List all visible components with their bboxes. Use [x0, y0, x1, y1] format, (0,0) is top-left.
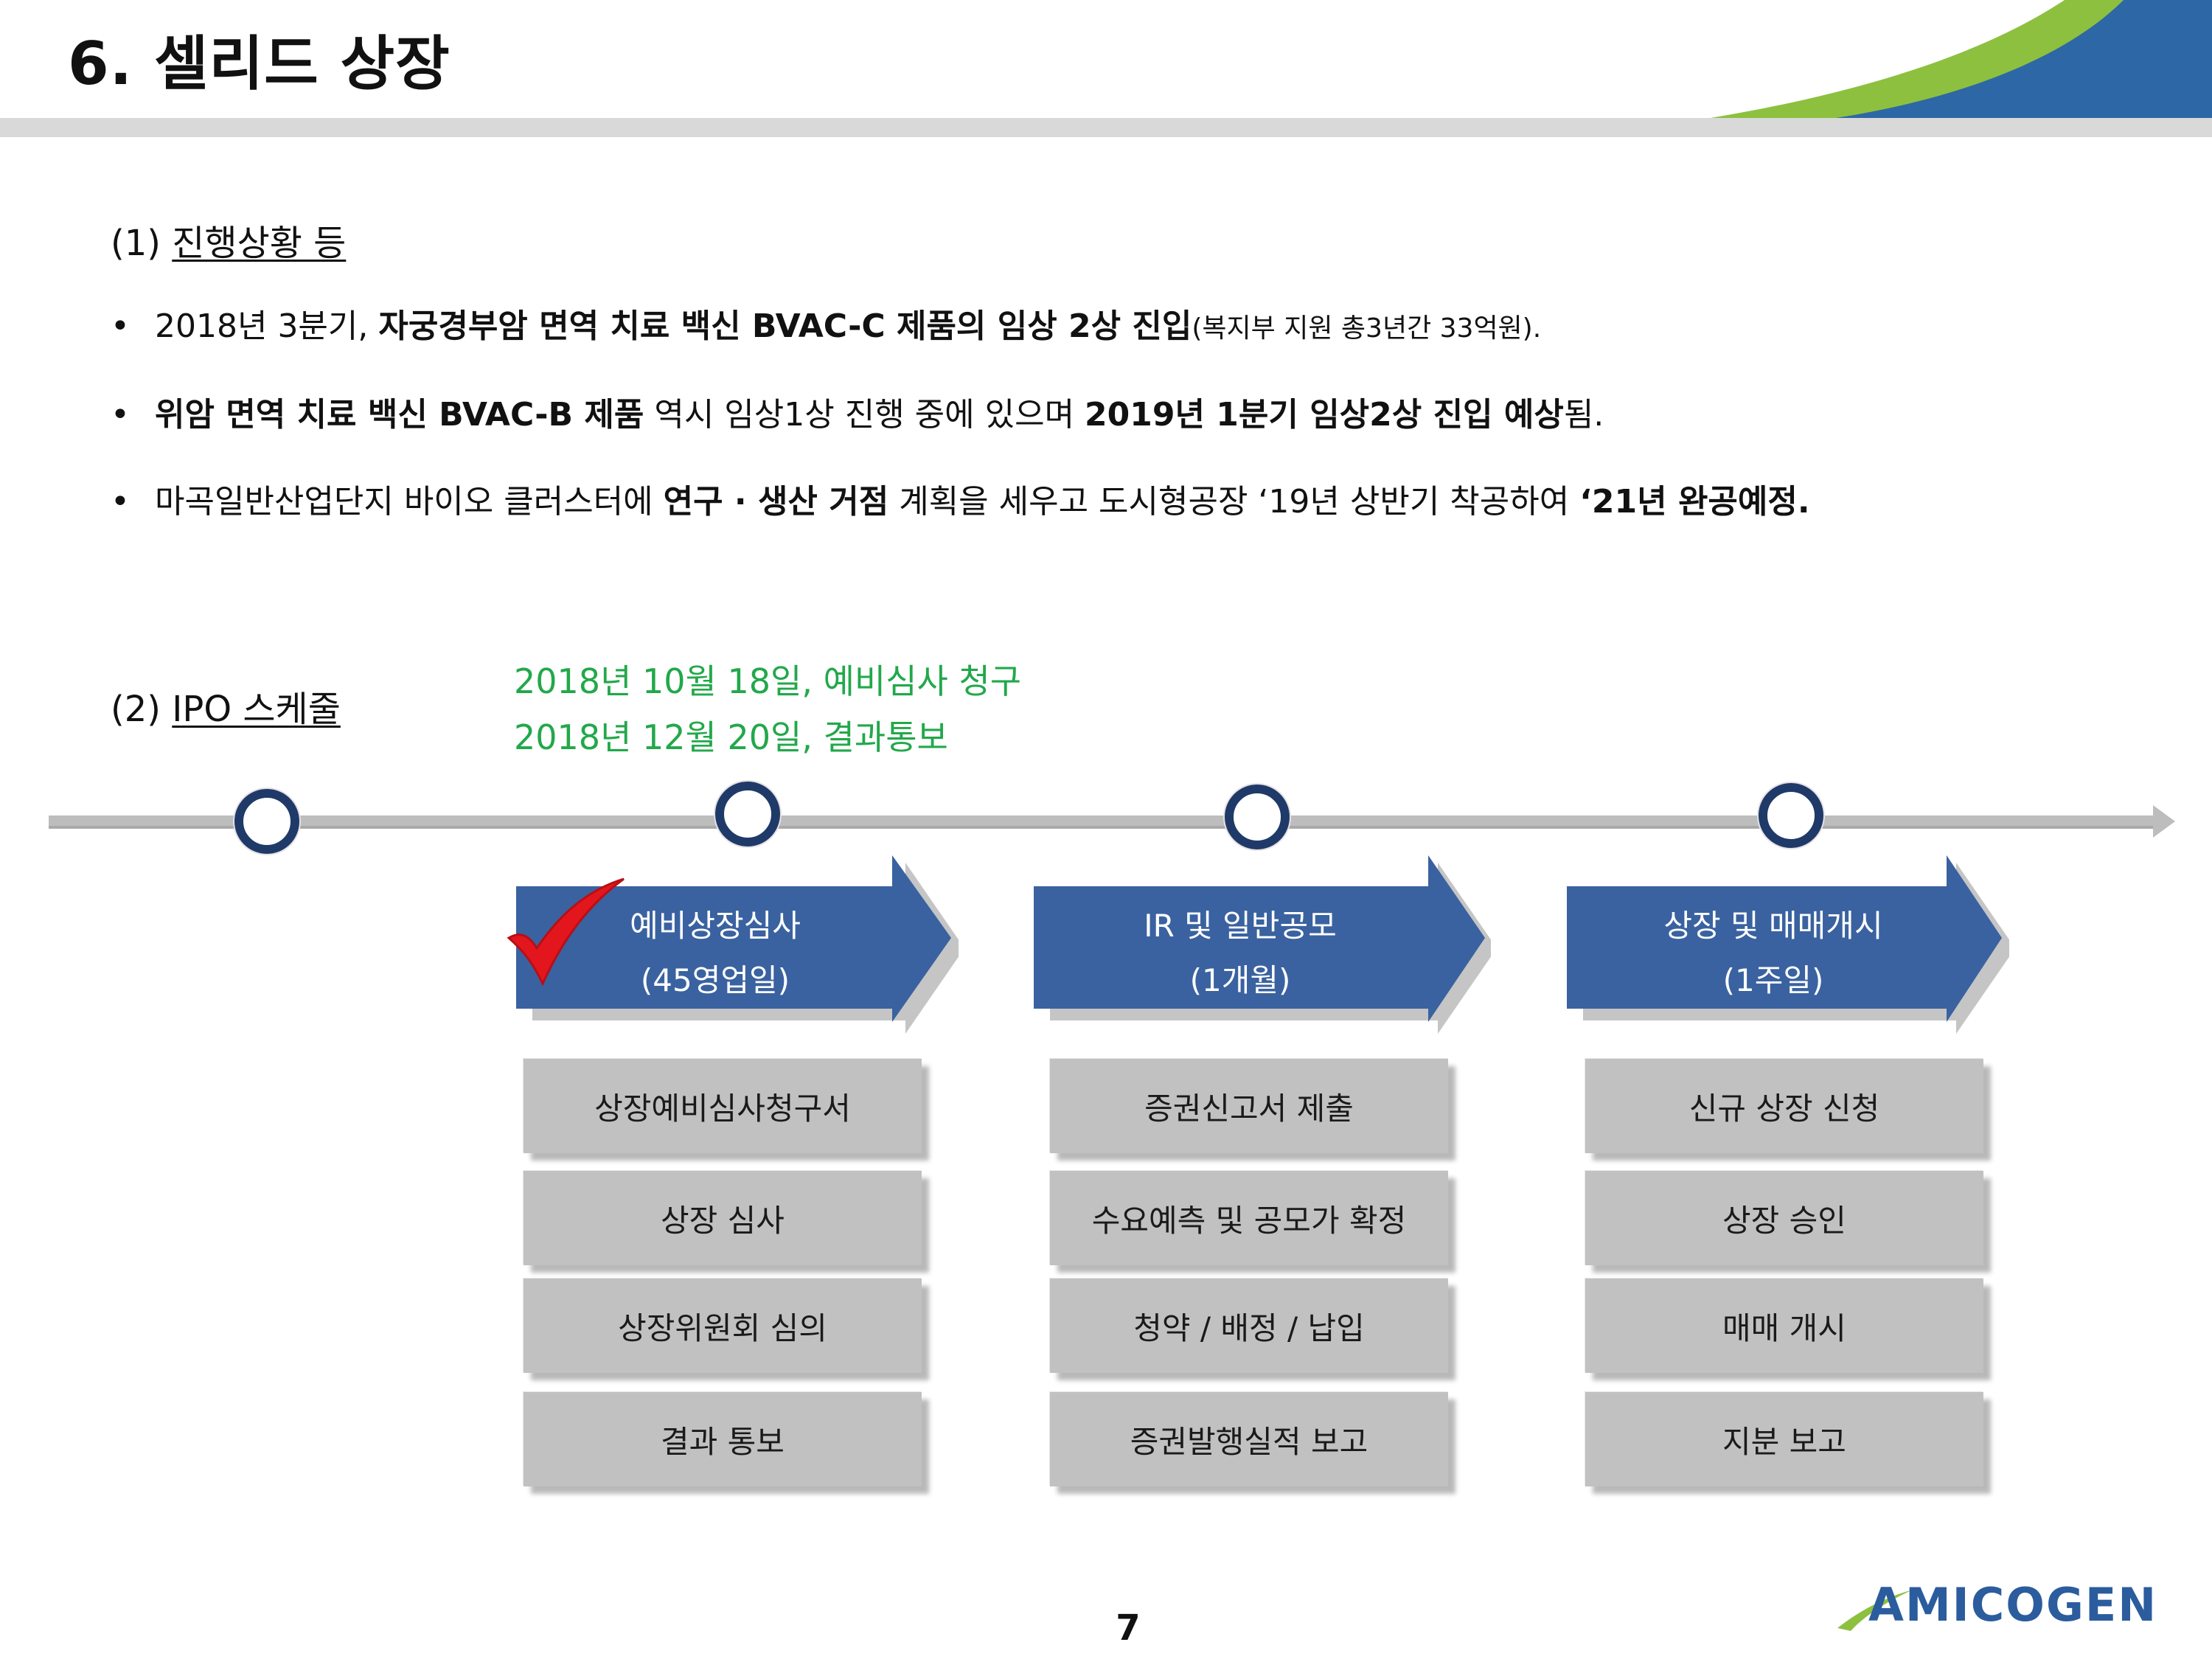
stage-arrow-listing: 상장 및 매매개시 (1주일) [1567, 855, 2009, 1047]
timeline-node-icon [714, 780, 782, 848]
check-mark-icon [507, 877, 625, 987]
bullet-text-note: (복지부 지원 총3년간 33억원). [1192, 313, 1542, 344]
stage-duration: (1주일) [1722, 962, 1824, 998]
bullet-text-bold: 위암 면역 치료 백신 BVAC-B 제품 [155, 396, 644, 434]
bullet-text-bold: ‘21년 완공예정. [1579, 483, 1810, 521]
bullet-text-bold: 연구 · 생산 거점 [663, 483, 889, 521]
bullet-icon: • [111, 307, 130, 345]
section-heading-ipo: (2) IPO 스케줄 [111, 680, 341, 731]
step-box: 상장예비심사청구서 [524, 1059, 922, 1153]
section-heading-text: IPO 스케줄 [172, 689, 341, 730]
bullet-item-3: • 마곡일반산업단지 바이오 클러스터에 연구 · 생산 거점 계획을 세우고 도… [111, 475, 1810, 522]
header-corner-decoration [1711, 0, 2212, 118]
timeline-node-icon [233, 787, 301, 855]
step-box: 상장 심사 [524, 1171, 922, 1265]
step-box: 결과 통보 [524, 1392, 922, 1486]
page-title: 6. 셀리드 상장 [68, 29, 451, 98]
page-number: 7 [1116, 1607, 1141, 1649]
section-heading-progress: (1) 진행상황 등 [111, 214, 346, 265]
timeline-node-icon [1757, 782, 1825, 849]
logo-wordmark: AMICOGEN [1868, 1578, 2158, 1632]
timeline-node-icon [1223, 783, 1291, 851]
bullet-icon: • [111, 396, 130, 434]
stage-title: 예비상장심사 [630, 908, 801, 944]
logo-swoosh-icon [1837, 1590, 1913, 1631]
bullet-icon: • [111, 483, 130, 521]
stage-duration: (45영업일) [640, 962, 790, 998]
amicogen-logo: AMICOGEN [1836, 1576, 2156, 1635]
step-box: 상장위원회 심의 [524, 1279, 922, 1373]
bullet-text: 됨. [1563, 396, 1604, 434]
stage-arrow-prelim-review: 예비상장심사 (45영업일) [516, 855, 959, 1047]
ipo-timeline [49, 780, 2175, 855]
note-prelim-filing: 2018년 10월 18일, 예비심사 청구 [514, 661, 1022, 701]
note-result-notice: 2018년 12월 20일, 결과통보 [514, 717, 948, 757]
bullet-item-1: • 2018년 3분기, 자궁경부암 면역 치료 백신 BVAC-C 제품의 임상… [111, 299, 1541, 347]
step-box: 증권신고서 제출 [1050, 1059, 1448, 1153]
stage-arrow-ir-offering: IR 및 일반공모 (1개월) [1034, 855, 1491, 1047]
section-number: (2) [111, 689, 173, 730]
step-box: 상장 승인 [1585, 1171, 1983, 1265]
bullet-text-bold: 2019년 1분기 임상2상 진입 예상 [1085, 396, 1564, 434]
bullet-text: 계획을 세우고 도시형공장 ‘19년 상반기 착공하여 [888, 483, 1580, 521]
bullet-text: 마곡일반산업단지 바이오 클러스터에 [155, 483, 664, 521]
step-box: 수요예측 및 공모가 확정 [1050, 1171, 1448, 1265]
step-box: 매매 개시 [1585, 1279, 1983, 1373]
stage-title: 상장 및 매매개시 [1663, 908, 1883, 944]
stage-title: IR 및 일반공모 [1144, 908, 1337, 944]
header-divider-bar [0, 118, 2212, 137]
stage-duration: (1개월) [1189, 962, 1291, 998]
bullet-text-bold: 자궁경부암 면역 치료 백신 BVAC-C 제품의 임상 2상 진입 [378, 307, 1192, 345]
bullet-item-2: • 위암 면역 치료 백신 BVAC-B 제품 역시 임상1상 진행 중에 있으며… [111, 388, 1604, 435]
section-heading-text: 진행상황 등 [172, 223, 347, 264]
step-box: 신규 상장 신청 [1585, 1059, 1983, 1153]
step-box: 청약 / 배정 / 납입 [1050, 1279, 1448, 1373]
bullet-text: 역시 임상1상 진행 중에 있으며 [644, 396, 1085, 434]
section-number: (1) [111, 223, 173, 264]
bullet-text: 2018년 3분기, [155, 307, 379, 345]
step-box: 증권발행실적 보고 [1050, 1392, 1448, 1486]
step-box: 지분 보고 [1585, 1392, 1983, 1486]
